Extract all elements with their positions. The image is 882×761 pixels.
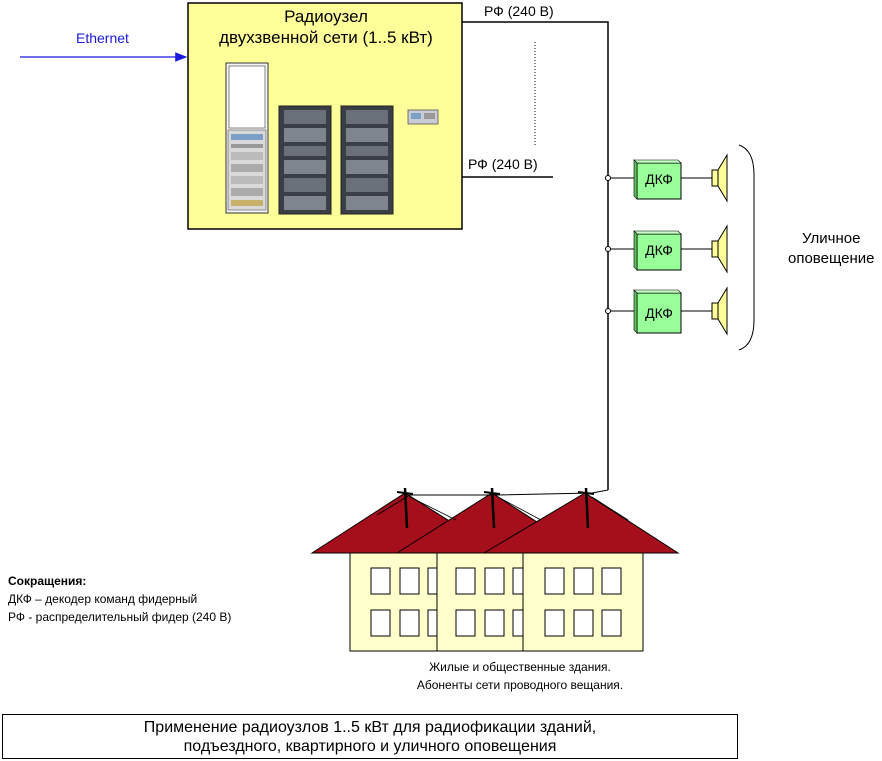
abbreviation-item: РФ - распределительный фидер (240 В) xyxy=(8,610,232,624)
radio-node-title-line1: Радиоузел xyxy=(284,7,368,26)
loudspeaker-icon xyxy=(711,224,728,274)
rf-bottom-label: РФ (240 В) xyxy=(468,156,538,172)
dkf-branch-3 xyxy=(605,289,712,334)
buildings-caption-line1: Жилые и общественные здания. xyxy=(429,660,611,674)
loudspeaker-icon xyxy=(711,286,728,336)
building-3 xyxy=(482,492,680,652)
building-feeder-wire xyxy=(376,489,609,516)
drop-wire-3 xyxy=(591,496,629,521)
diagram-caption-line2: подъездного, квартирного и уличного опов… xyxy=(183,738,557,755)
drop-wire-2 xyxy=(497,496,542,521)
street-alert-line1: Уличное xyxy=(802,230,861,247)
equipment-rack-3 xyxy=(340,105,394,215)
street-group-brace xyxy=(738,144,755,351)
dkf-label-2: ДКФ xyxy=(645,242,673,258)
diagram-caption-line1: Применение радиоузлов 1..5 кВт для радио… xyxy=(143,719,597,736)
equipment-small-device xyxy=(407,109,439,125)
street-alert-label: Уличное оповещение xyxy=(788,229,874,269)
abbreviations-block: Сокращения: ДКФ – декодер команд фидерны… xyxy=(8,572,231,626)
street-alert-line2: оповещение xyxy=(788,250,875,267)
dkf-branch-2 xyxy=(605,230,712,271)
radio-node-title: Радиоузел двухзвенной сети (1..5 кВт) xyxy=(190,6,462,48)
dkf-label-1: ДКФ xyxy=(645,171,673,187)
buildings-caption-line2: Абоненты сети проводного вещания. xyxy=(416,678,624,692)
feeder-rf-top xyxy=(462,21,609,490)
equipment-rack-2 xyxy=(278,105,332,215)
loudspeaker-icon xyxy=(711,153,728,203)
equipment-rack-tall xyxy=(225,62,269,214)
abbreviations-title: Сокращения: xyxy=(8,574,87,588)
diagram-caption-box: Применение радиоузлов 1..5 кВт для радио… xyxy=(2,714,738,759)
drop-wire-1 xyxy=(409,496,457,521)
abbreviation-item: ДКФ – декодер команд фидерный xyxy=(8,592,198,606)
ethernet-label: Ethernet xyxy=(76,30,129,46)
radio-node-title-line2: двухзвенной сети (1..5 кВт) xyxy=(219,28,433,47)
dkf-branch-1 xyxy=(605,159,712,200)
rf-top-label: РФ (240 В) xyxy=(484,3,554,19)
dkf-label-3: ДКФ xyxy=(645,305,673,321)
buildings-caption: Жилые и общественные здания. Абоненты се… xyxy=(360,658,680,694)
